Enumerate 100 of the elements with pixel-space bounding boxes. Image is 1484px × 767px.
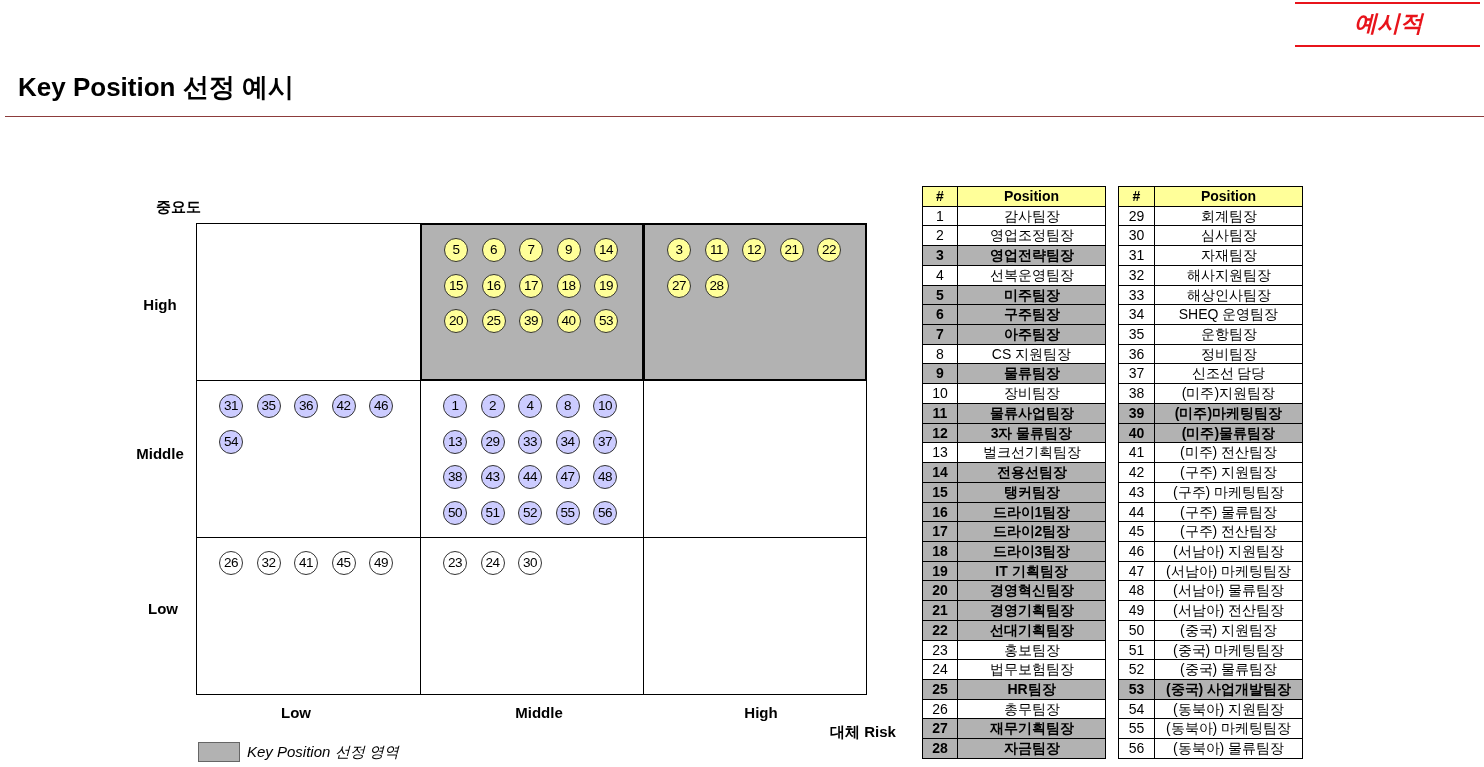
table-cell: 탱커팀장 (957, 481, 1106, 503)
numbered-circle: 46 (369, 394, 393, 418)
numbered-circle: 21 (779, 238, 804, 262)
numbered-circle: 38 (443, 465, 467, 489)
table-cell: 21 (922, 600, 958, 621)
numbered-circle: 24 (480, 551, 505, 575)
table-cell: 17 (922, 521, 958, 542)
numbered-circle: 33 (518, 429, 542, 454)
numbered-circle: 52 (518, 500, 542, 525)
numbered-circle: 22 (817, 238, 841, 262)
numbered-circle: 6 (481, 238, 506, 262)
matrix-cell (643, 537, 867, 695)
numbered-circle: 11 (704, 238, 729, 262)
numbered-circle: 23 (443, 551, 467, 575)
table-header-cell: # (922, 186, 958, 207)
table-cell: 자금팀장 (957, 738, 1106, 759)
table-cell: (동북아) 물류팀장 (1154, 738, 1303, 759)
numbered-circle: 16 (481, 273, 506, 298)
table-cell: 22 (922, 619, 958, 641)
table-cell: 56 (1118, 738, 1155, 759)
numbered-circle: 32 (256, 551, 281, 575)
numbered-circle: 54 (219, 429, 243, 454)
table-cell: (미주)마케팅팀장 (1154, 402, 1303, 424)
table-cell: 11 (922, 402, 958, 424)
table-cell: 7 (922, 324, 958, 345)
numbered-circle: 36 (294, 394, 318, 418)
numbered-circle: 20 (444, 309, 468, 333)
numbered-circle: 3 (667, 238, 691, 262)
axis-label: Middle (515, 703, 563, 721)
numbered-circle: 2 (480, 394, 505, 418)
numbered-circle: 12 (742, 238, 766, 262)
numbered-circle: 5 (444, 238, 468, 262)
numbered-circle: 43 (480, 465, 505, 489)
axis-label: Low (148, 599, 178, 617)
table-cell: 물류사업팀장 (957, 402, 1106, 424)
numbered-circle: 29 (480, 429, 505, 454)
table-cell: 선대기획팀장 (957, 619, 1106, 641)
numbered-circle: 50 (443, 500, 467, 525)
numbered-circle: 8 (555, 394, 580, 418)
table-cell: 경영혁신팀장 (957, 580, 1106, 602)
legend-label: Key Position 선정 영역 (247, 742, 399, 762)
table-cell: 아주팀장 (957, 324, 1106, 345)
numbered-circle: 19 (594, 273, 618, 298)
matrix-cell (196, 537, 421, 695)
numbered-circle: 49 (369, 551, 393, 575)
numbered-circle: 53 (594, 309, 618, 333)
numbered-circle: 27 (667, 273, 691, 298)
numbered-circle: 44 (518, 465, 542, 489)
numbered-circle: 10 (593, 394, 617, 418)
numbered-circle: 39 (519, 309, 543, 333)
table-cell: 영업전략팀장 (957, 245, 1106, 266)
table-cell: 드라이3팀장 (957, 540, 1106, 562)
numbered-circle: 25 (481, 309, 506, 333)
axis-label: High (143, 295, 177, 313)
axis-title: 대체 Risk (830, 722, 896, 742)
table-cell: 전용선팀장 (957, 462, 1106, 483)
numbered-circle: 48 (593, 465, 617, 489)
numbered-circle: 55 (555, 500, 580, 525)
table-cell: 물류팀장 (957, 363, 1106, 385)
axis-label: Middle (136, 444, 184, 462)
table-cell: 15 (922, 481, 958, 503)
numbered-circle: 4 (518, 394, 542, 418)
numbered-circle: 13 (443, 429, 467, 454)
table-cell: HR팀장 (957, 679, 1106, 700)
table-cell: 28 (922, 738, 958, 759)
page-title: Key Position 선정 예시 (18, 70, 294, 104)
numbered-circle: 35 (256, 394, 281, 418)
axis-label: High (744, 703, 778, 721)
numbered-circle: 26 (219, 551, 243, 575)
table-header-cell: Position (957, 186, 1106, 207)
table-cell: 구주팀장 (957, 304, 1106, 326)
numbered-circle: 15 (444, 273, 468, 298)
table-cell: 3 (922, 245, 958, 266)
notice-label: 예시적 (1353, 8, 1423, 38)
table-cell: 재무기획팀장 (957, 718, 1106, 740)
table-cell: 25 (922, 679, 958, 700)
numbered-circle: 41 (294, 551, 318, 575)
numbered-circle: 47 (555, 465, 580, 489)
table-cell: 9 (922, 363, 958, 385)
numbered-circle: 56 (593, 500, 617, 525)
numbered-circle: 17 (519, 273, 543, 298)
numbered-circle: 7 (519, 238, 543, 262)
numbered-circle: 45 (331, 551, 356, 575)
table-cell: 14 (922, 462, 958, 483)
axis-label: Low (281, 703, 311, 721)
numbered-circle: 18 (556, 273, 581, 298)
table-cell: 20 (922, 580, 958, 602)
axis-title: 중요도 (156, 197, 201, 217)
table-cell: 드라이2팀장 (957, 521, 1106, 542)
numbered-circle: 30 (518, 551, 542, 575)
table-header-cell: Position (1154, 186, 1303, 207)
key-area-cell (420, 223, 644, 381)
numbered-circle: 40 (556, 309, 581, 333)
numbered-circle: 31 (219, 394, 243, 418)
key-area-cell (643, 223, 867, 381)
numbered-circle: 1 (443, 394, 467, 418)
numbered-circle: 37 (593, 429, 617, 454)
table-cell: 18 (922, 540, 958, 562)
table-header-cell: # (1118, 186, 1155, 207)
table-cell: 27 (922, 718, 958, 740)
